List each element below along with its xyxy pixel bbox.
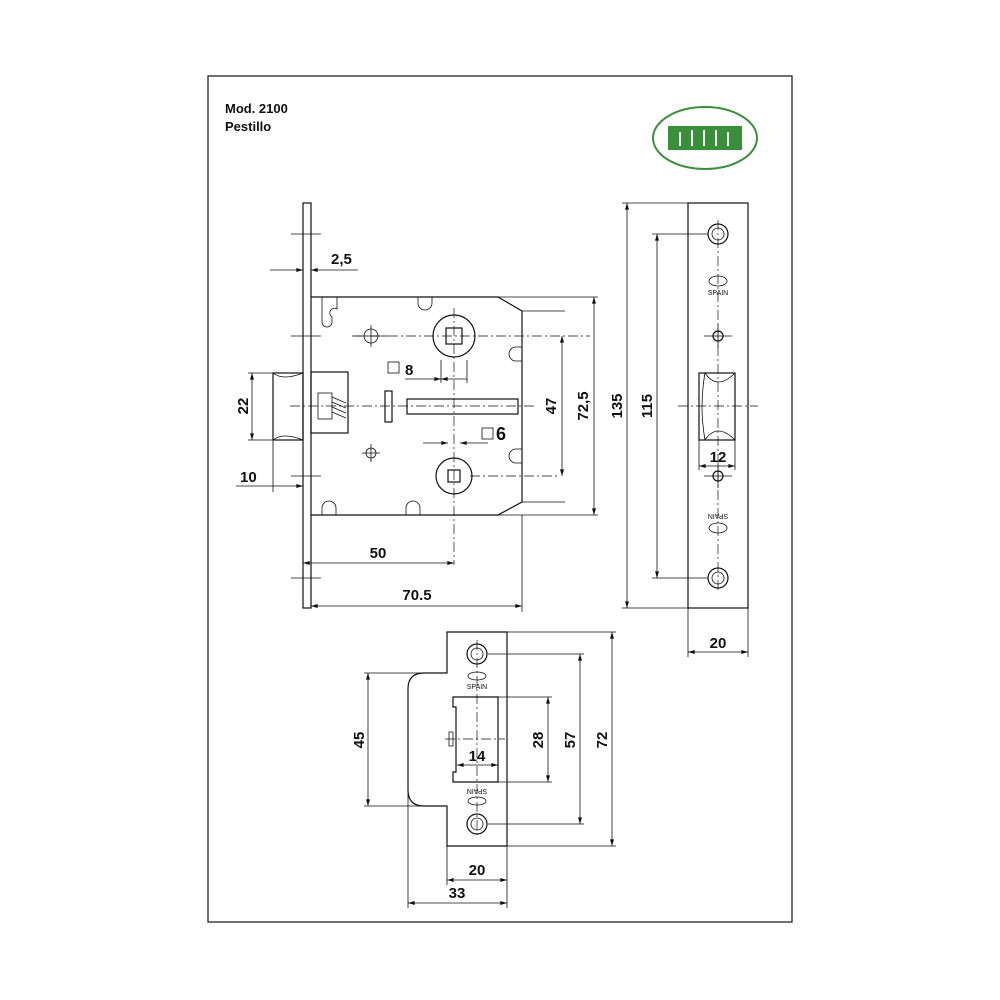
spain-mark: SPAIN	[708, 290, 729, 297]
dim-latch-height: 22	[235, 398, 252, 415]
spain-mark-strike-inverted: SPAIN	[467, 787, 488, 794]
spain-mark-strike: SPAIN	[467, 684, 488, 691]
dim-square-8: 8	[405, 362, 413, 379]
dim-plate-length: 135	[609, 393, 626, 418]
dim-lip-height: 45	[351, 732, 368, 749]
dim-strike-width: 20	[469, 862, 486, 879]
amig-logo	[652, 106, 758, 170]
dim-strike-total-width: 33	[449, 885, 466, 902]
dim-faceplate-thickness: 2,5	[331, 251, 352, 268]
lock-side-view: 8 6 2,5 22 10 47 72,5 50 70.5	[235, 202, 598, 612]
dim-plate-width: 20	[710, 635, 727, 652]
dim-backset: 50	[370, 545, 387, 562]
model-title: Mod. 2100	[225, 101, 288, 116]
dim-body-depth: 70.5	[402, 587, 431, 604]
dim-body-height: 72,5	[575, 391, 592, 420]
dim-screw-distance: 115	[639, 394, 656, 418]
dim-window-width: 14	[469, 748, 486, 765]
spain-mark-inverted: SPAIN	[708, 512, 729, 519]
dim-square-6: 6	[496, 424, 506, 444]
model-name: Pestillo	[225, 119, 271, 134]
dim-window-height: 28	[530, 732, 547, 749]
front-plate-view: SPAIN SPAIN 135 115 12 20	[609, 202, 758, 657]
dim-latch-projection: 10	[240, 469, 257, 486]
dim-spindle-distance: 47	[543, 398, 560, 415]
dim-strike-screw-distance: 57	[562, 732, 579, 749]
strike-plate-view: SPAIN SPAIN 45 28 57 72 14 20 33	[351, 631, 616, 908]
dim-strike-length: 72	[594, 732, 611, 749]
sheet-frame	[207, 75, 793, 923]
dim-latch-width: 12	[710, 449, 727, 466]
